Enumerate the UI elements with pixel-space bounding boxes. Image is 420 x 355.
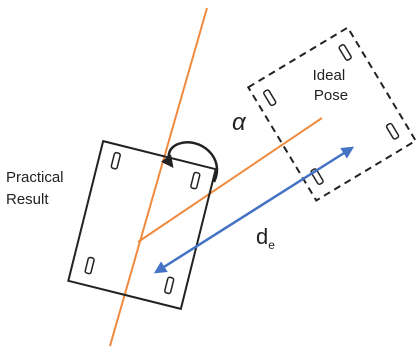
wheel-marker	[164, 276, 175, 295]
wheel-marker	[190, 171, 201, 190]
distance-arrow	[153, 146, 355, 274]
wheel-marker	[84, 256, 95, 275]
wheel-marker	[338, 44, 352, 61]
ideal-axis-line	[137, 117, 323, 243]
distance-de-label: de	[256, 224, 275, 252]
practical-result-box	[67, 139, 217, 311]
ideal-pose-box	[246, 26, 418, 202]
wheel-marker	[385, 122, 400, 140]
practical-result-label: Practical Result	[6, 169, 68, 208]
wheel-marker	[110, 151, 121, 170]
angle-alpha-label: α	[232, 109, 247, 136]
ideal-pose-label: Ideal Pose	[313, 67, 350, 104]
wheel-marker	[263, 89, 277, 107]
